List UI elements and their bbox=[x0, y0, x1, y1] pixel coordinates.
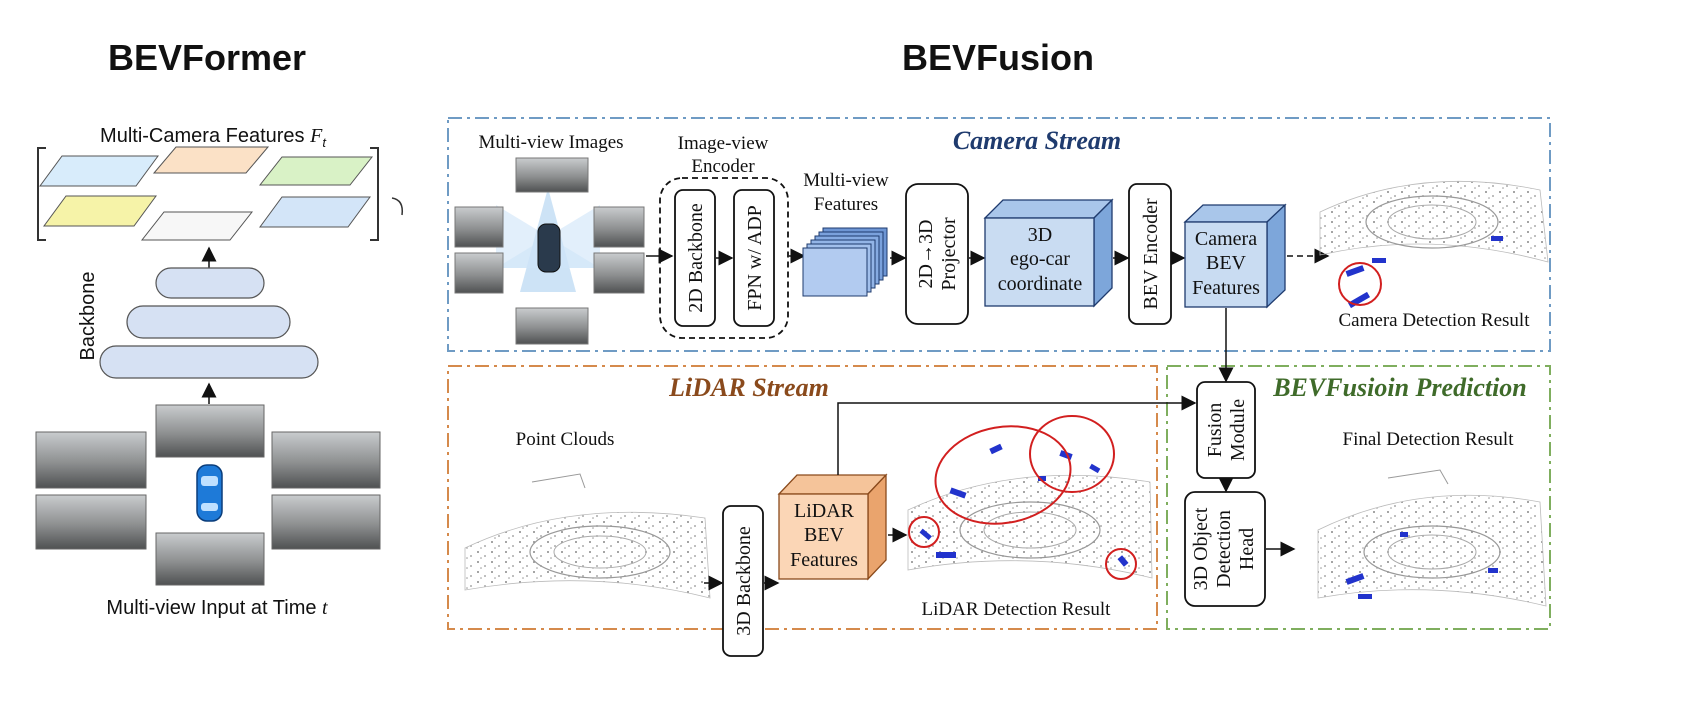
left-bracket bbox=[37, 147, 46, 241]
input-image-front-left bbox=[35, 431, 147, 489]
multiview-feature-stack bbox=[802, 227, 888, 297]
detection-head-label-2: Detection bbox=[1213, 510, 1235, 588]
camera-bev-label-2: BEV bbox=[1206, 252, 1247, 274]
bevformer-panel: BEVFormer Multi-Camera Features Ft Backb… bbox=[35, 37, 404, 619]
point-clouds-label: Point Clouds bbox=[516, 429, 615, 450]
detection-head-label-1: 3D Object bbox=[1190, 507, 1212, 590]
lidar-detection-highlight-upper bbox=[1029, 415, 1115, 493]
fusion-prediction-region bbox=[1166, 365, 1551, 630]
fusion-prediction-title: BEVFusioin Prediction bbox=[1272, 373, 1527, 402]
mv-features-label-2: Features bbox=[814, 194, 878, 215]
fpn-label: FPN w/ ADP bbox=[744, 205, 766, 311]
feature-plane-5 bbox=[140, 211, 254, 241]
camera-detection-result-label: Camera Detection Result bbox=[1339, 310, 1531, 331]
encoder-title-line-2: Encoder bbox=[691, 156, 755, 177]
backbone-2d-label: 2D Backbone bbox=[685, 203, 707, 313]
bev-encoder-label: BEV Encoder bbox=[1140, 198, 1162, 310]
input-image-back-right bbox=[271, 494, 381, 550]
feature-plane-2 bbox=[152, 146, 270, 174]
multiview-images-cluster bbox=[454, 157, 645, 345]
camera-bev-label-3: Features bbox=[1192, 277, 1260, 299]
lidar-stream-title: LiDAR Stream bbox=[668, 373, 829, 402]
lidar-stream-region bbox=[447, 365, 1158, 630]
multiview-images-label: Multi-view Images bbox=[478, 132, 623, 153]
multi-camera-features-label: Multi-Camera Features Ft bbox=[100, 125, 327, 150]
camera-bev-label-1: Camera bbox=[1195, 228, 1257, 250]
lidar-bev-features-cube bbox=[777, 473, 888, 581]
detection-head-label-3: Head bbox=[1236, 528, 1258, 570]
egocar-label-3: coordinate bbox=[998, 273, 1083, 295]
image-view-encoder-box bbox=[659, 177, 789, 339]
input-image-back-left bbox=[35, 494, 147, 550]
lidar-bev-label-1: LiDAR bbox=[794, 500, 855, 522]
fusion-module-label-2: Module bbox=[1227, 399, 1249, 461]
lidar-bev-label-2: BEV bbox=[804, 524, 845, 546]
egocar-label-1: 3D bbox=[1028, 224, 1052, 246]
feature-plane-6 bbox=[259, 196, 371, 228]
backbone-2d-block bbox=[674, 189, 716, 327]
feature-plane-4 bbox=[43, 195, 157, 227]
lidar-bev-label-3: Features bbox=[790, 549, 858, 571]
camera-detection-highlight bbox=[1338, 262, 1382, 306]
camera-stream-region bbox=[447, 117, 1551, 352]
bevfusion-title: BEVFusion bbox=[902, 37, 1094, 78]
input-image-front bbox=[155, 404, 265, 458]
backbone-3d-block bbox=[722, 505, 764, 657]
backbone-layer-1 bbox=[155, 267, 265, 299]
backbone-layer-3 bbox=[99, 345, 319, 379]
projector-label-2: Projector bbox=[938, 217, 960, 291]
mv-features-label-1: Multi-view bbox=[803, 170, 889, 191]
backbone-3d-label: 3D Backbone bbox=[733, 526, 755, 636]
brace-tick bbox=[391, 197, 404, 216]
lidar-detection-result-label: LiDAR Detection Result bbox=[922, 599, 1112, 620]
lidar-detection-pointcloud bbox=[907, 415, 1153, 580]
camera-ego-car-icon bbox=[537, 223, 561, 273]
input-image-front-right bbox=[271, 431, 381, 489]
detection-head-block bbox=[1184, 491, 1266, 607]
fpn-block bbox=[733, 189, 775, 327]
backbone-label: Backbone bbox=[77, 272, 99, 361]
egocar-coordinate-cube bbox=[983, 198, 1114, 308]
projector-block bbox=[905, 183, 969, 325]
bevfusion-panel: BEVFusion Camera Stream LiDAR Stream BEV… bbox=[447, 37, 1551, 657]
feature-plane-3 bbox=[258, 156, 374, 186]
raw-point-cloud bbox=[464, 473, 711, 599]
backbone-layer-2 bbox=[126, 305, 291, 339]
fusion-module-label-1: Fusion bbox=[1204, 403, 1226, 457]
ego-car-icon bbox=[196, 464, 223, 522]
camera-stream-title: Camera Stream bbox=[953, 126, 1121, 155]
lidar-detection-highlight-right bbox=[1105, 548, 1137, 580]
camera-bev-features-cube bbox=[1183, 203, 1287, 309]
final-detection-pointcloud bbox=[1317, 469, 1547, 607]
projector-label-1: 2D→3D bbox=[915, 220, 937, 289]
lidar-detection-highlight-large bbox=[934, 425, 1072, 525]
egocar-label-2: ego-car bbox=[1010, 248, 1070, 270]
lidar-detection-highlight-left bbox=[908, 516, 940, 548]
camera-detection-pointcloud bbox=[1319, 180, 1549, 309]
encoder-title-line-1: Image-view bbox=[678, 133, 769, 154]
arrow-lidar-bev-to-fusion bbox=[837, 395, 1197, 475]
bevformer-title: BEVFormer bbox=[108, 37, 306, 78]
feature-plane-1 bbox=[39, 155, 159, 187]
final-detection-result-label: Final Detection Result bbox=[1343, 429, 1515, 450]
right-bracket bbox=[370, 147, 379, 241]
multiview-input-label: Multi-view Input at Time t bbox=[106, 597, 328, 619]
input-image-back bbox=[155, 532, 265, 586]
